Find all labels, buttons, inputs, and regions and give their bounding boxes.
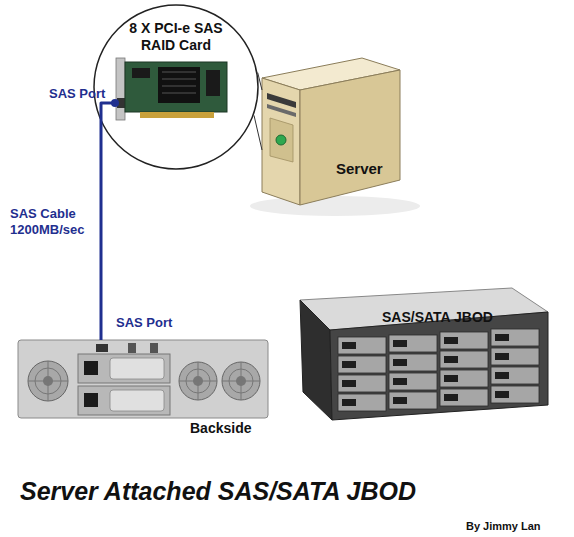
raid-card: SAS Port (115, 55, 235, 121)
fan (179, 362, 217, 400)
raid-card-illustration (116, 58, 227, 120)
jbod-illustration (300, 288, 548, 420)
power-socket (84, 361, 98, 375)
fan (222, 362, 260, 400)
backside-port (96, 344, 108, 352)
psu-module (78, 354, 170, 383)
card-bracket (116, 58, 125, 120)
jbod-front (330, 312, 548, 420)
backside-switch (128, 343, 136, 353)
drive-slot (267, 104, 296, 117)
author-credit: By Jimmy Lan (466, 520, 541, 533)
jbod-backside: SAS PortBackside (18, 340, 268, 418)
card-pcb (125, 62, 227, 112)
port-label: SAS Port (116, 315, 186, 331)
server-side (300, 70, 400, 205)
card-heatsink (158, 67, 200, 103)
diagram-title: Server Attached SAS/SATA JBOD (20, 476, 416, 506)
cable-plug (111, 99, 119, 107)
heatsink-fin (162, 93, 196, 94)
server-illustration (250, 58, 420, 216)
heatsink-fin (162, 72, 196, 73)
server-front (262, 78, 300, 205)
heatsink-fin (162, 79, 196, 80)
device-label: SAS/SATA JBOD (382, 309, 512, 326)
card-chip (132, 68, 150, 78)
fan (28, 361, 68, 401)
psu-module (78, 386, 170, 415)
card-contacts (140, 112, 214, 118)
backside-label: Backside (190, 420, 270, 437)
jbod-front: SAS/SATA JBOD (300, 290, 548, 422)
tray-handles (342, 334, 509, 406)
sas-cable (101, 103, 115, 340)
heatsink-fin (162, 86, 196, 87)
port-label: SAS Port (49, 86, 111, 102)
card-title: 8 X PCI-e SAS RAID Card (126, 20, 226, 54)
card-chip (206, 70, 220, 96)
jbod-ear (300, 300, 332, 420)
card-port (117, 98, 125, 108)
cable-label: SAS Cable 1200MB/sec (10, 206, 98, 237)
front-panel (270, 118, 293, 162)
psu-grille (110, 390, 164, 411)
psu-grille (110, 358, 164, 379)
callout-line (254, 115, 262, 150)
power-socket (84, 393, 98, 407)
backside-panel (18, 340, 268, 418)
backside-switch (150, 343, 158, 353)
power-button (276, 135, 286, 145)
server-label: Server (336, 160, 396, 178)
backside-illustration (18, 340, 268, 418)
callout-ring (94, 5, 258, 169)
drive-bays (338, 329, 539, 411)
callout-circle: 8 X PCI-e SAS RAID CardSAS Port (93, 4, 259, 170)
server-shadow (250, 196, 420, 216)
server-tower: Server (262, 56, 404, 208)
callout-line (258, 73, 262, 90)
